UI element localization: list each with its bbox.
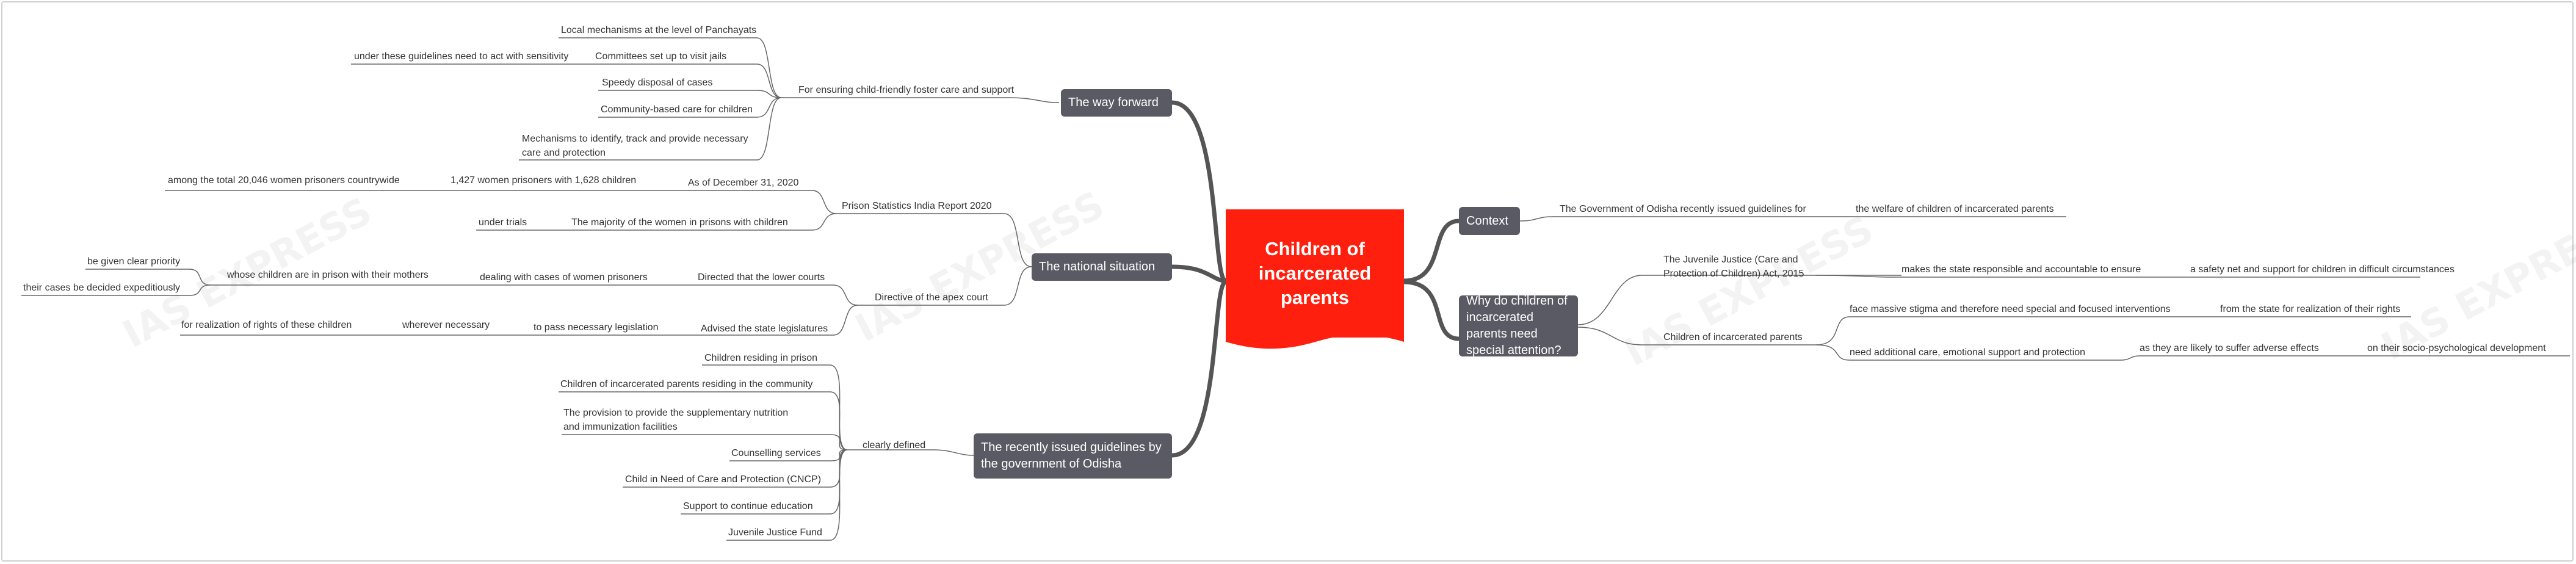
national-psi: Prison Statistics India Report 2020 — [842, 201, 992, 211]
national-directive: Directive of the apex court — [875, 292, 988, 303]
why-children: Children of incarcerated parents — [1663, 332, 1803, 342]
node-why-special-attention[interactable]: Why do children of incarcerated parents … — [1459, 294, 1578, 357]
national-trials: under trials — [479, 217, 527, 228]
why-dev: on their socio-psychological development — [2367, 343, 2546, 353]
guideline-item: Support to continue education — [683, 501, 813, 512]
why-jj-safety: a safety net and support for children in… — [2190, 264, 2455, 275]
way-sensitivity: under these guidelines need to act with … — [354, 51, 569, 62]
why-adverse: as they are likely to suffer adverse eff… — [2140, 343, 2319, 353]
national-asof: As of December 31, 2020 — [688, 178, 799, 188]
national-wherever: wherever necessary — [402, 320, 490, 330]
guideline-item: Juvenile Justice Fund — [728, 527, 822, 538]
node-odisha-guidelines[interactable]: The recently issued guidelines by the go… — [974, 433, 1172, 479]
way-community: Community-based care for children — [601, 104, 753, 115]
guideline-item: The provision to provide the supplementa… — [563, 408, 789, 432]
why-care: need additional care, emotional support … — [1850, 347, 2086, 358]
way-local: Local mechanisms at the level of Panchay… — [561, 25, 757, 35]
node-way-forward[interactable]: The way forward — [1061, 89, 1172, 117]
national-dealing: dealing with cases of women prisoners — [480, 272, 648, 283]
way-committees: Committees set up to visit jails — [595, 51, 727, 62]
why-jj-makes: makes the state responsible and accounta… — [1901, 264, 2141, 275]
guideline-item: Children residing in prison — [704, 353, 817, 363]
national-women: 1,427 women prisoners with 1,628 childre… — [450, 175, 637, 186]
way-speedy: Speedy disposal of cases — [602, 78, 713, 88]
why-stigma-from: from the state for realization of their … — [2220, 304, 2401, 314]
national-whose: whose children are in prison with their … — [227, 270, 429, 280]
why-jj-act: The Juvenile Justice (Care and Protectio… — [1663, 255, 1804, 279]
way-foster: For ensuring child-friendly foster care … — [798, 85, 1015, 95]
national-majority: The majority of the women in prisons wit… — [571, 217, 788, 228]
national-pass: to pass necessary legislation — [534, 322, 659, 333]
context-text: The Government of Odisha recently issued… — [1560, 204, 1806, 214]
national-expedite: their cases be decided expeditiously — [23, 283, 181, 293]
why-stigma: face massive stigma and therefore need s… — [1850, 304, 2171, 314]
national-priority: be given clear priority — [87, 256, 181, 267]
national-rights: for realization of rights of these child… — [181, 320, 352, 330]
guideline-item: Child in Need of Care and Protection (CN… — [625, 474, 822, 485]
guideline-item: Counselling services — [731, 448, 821, 458]
guidelines-defined: clearly defined — [863, 440, 926, 450]
national-advised: Advised the state legislatures — [701, 324, 828, 334]
node-national-situation[interactable]: The national situation — [1032, 253, 1172, 281]
national-directed: Directed that the lower courts — [698, 272, 825, 283]
way-mechanisms: Mechanisms to identify, track and provid… — [522, 134, 748, 158]
guideline-item: Children of incarcerated parents residin… — [560, 379, 813, 389]
national-among: among the total 20,046 women prisoners c… — [168, 175, 400, 186]
node-context[interactable]: Context — [1459, 207, 1520, 235]
context-sub: the welfare of children of incarcerated … — [1856, 204, 2054, 214]
center-topic: Children of incarcerated parents — [1226, 209, 1404, 338]
